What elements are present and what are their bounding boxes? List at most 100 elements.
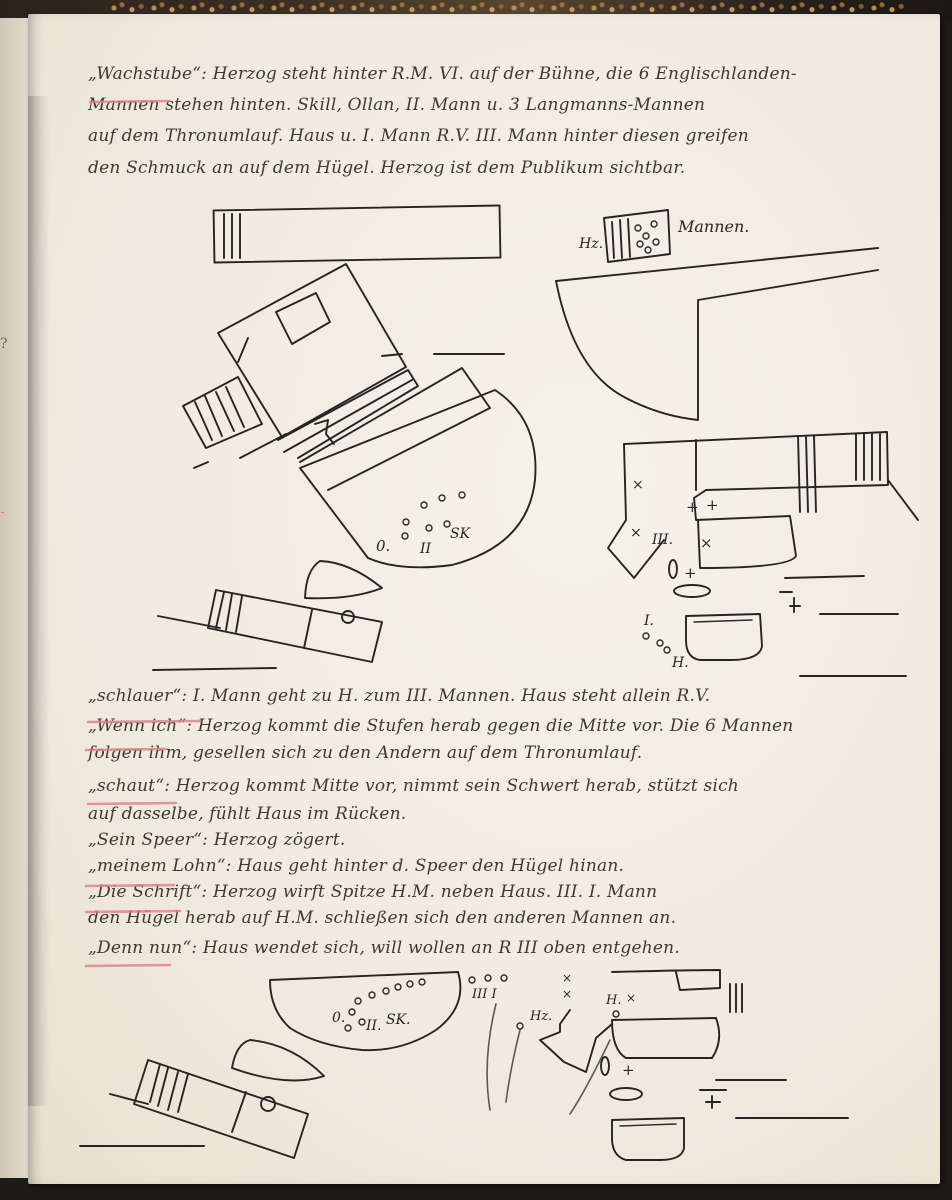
cue-underline: [86, 801, 178, 806]
label-one: I.: [643, 613, 654, 629]
cue-underline: [88, 99, 172, 104]
bottom-direction-line-10: „Denn nun“: Haus wendet sich, will wolle…: [88, 938, 680, 958]
sketch-top-left: 0. II SK: [152, 204, 537, 671]
hill-shape: [269, 971, 462, 1052]
measure-marks: [779, 575, 899, 615]
ramp: [539, 1009, 613, 1073]
label-position: SK.: [386, 1012, 411, 1028]
plus-mark: +: [684, 564, 697, 582]
stair-lines: [223, 213, 241, 259]
pedestal: [685, 613, 763, 661]
hill-shape: [299, 389, 537, 569]
x-mark: ×: [630, 525, 642, 541]
bottom-direction-line-2: „Wenn ich“: Herzog kommt die Stufen hera…: [88, 716, 794, 736]
bottom-direction-line-9: den Hügel herab auf H.M. schließen sich …: [88, 908, 677, 928]
x-mark: ×: [632, 477, 644, 493]
pedestal-line: [619, 1123, 677, 1127]
back-page-mark-dash: -: [0, 504, 5, 520]
top-direction-line-2: Mannen stehen hinten. Skill, Ollan, II. …: [88, 95, 706, 115]
cue-underline: [84, 747, 168, 752]
cue-underline: [84, 909, 182, 914]
stage-curve: [555, 269, 879, 421]
throne-dots: [634, 220, 660, 254]
stair-steps: [194, 386, 245, 441]
bottom-direction-line-6: „Sein Speer“: Herzog zögert.: [88, 830, 346, 850]
lower-platform: [207, 589, 383, 663]
stage-edge: [555, 247, 879, 282]
rear-platform: [611, 969, 721, 991]
plus-mark: +: [622, 1061, 635, 1079]
label-herzog: Hz.: [578, 236, 603, 252]
x-mark: ×: [700, 534, 713, 552]
lower-stairs: [149, 1063, 189, 1113]
bottom-direction-line-8: „Die Schrift“: Herzog wirft Spitze H.M. …: [88, 882, 658, 902]
cue-underline: [84, 963, 172, 968]
marbled-cover-pattern: [110, 0, 910, 16]
cue-underline: [84, 883, 176, 888]
platform-rect: [212, 204, 502, 264]
label-three: III.: [651, 532, 673, 548]
back-page-mark-question: ?: [0, 336, 8, 352]
bottom-direction-line-5: auf dasselbe, fühlt Haus im Rücken.: [88, 804, 407, 824]
ramp: [607, 443, 665, 579]
sight-line: [505, 1029, 521, 1103]
divider: [303, 609, 313, 649]
platform-lines: [695, 435, 817, 513]
label-position: 0.: [332, 1010, 345, 1026]
cue-underline: [86, 719, 202, 724]
label-h: H.: [671, 655, 689, 671]
throne-box: [603, 209, 671, 263]
lower-stairs: [215, 591, 243, 633]
x-mark: ×: [626, 991, 636, 1005]
line: [887, 479, 919, 521]
label-mannen: Mannen.: [677, 217, 749, 236]
notebook-page: [28, 14, 940, 1184]
step-band-2: [283, 367, 491, 491]
mark: [239, 433, 287, 459]
stage-block: [217, 263, 407, 438]
label-position: II.: [365, 1018, 382, 1034]
step-block: [693, 489, 797, 569]
actor-dot: [516, 1022, 524, 1030]
stairs-block: [182, 376, 263, 449]
actor-dots: [401, 491, 466, 540]
oval-mark: [600, 1056, 610, 1076]
bottom-direction-line-1: „schlauer“: I. Mann geht zu H. zum III. …: [88, 686, 711, 706]
plus-mark: +: [706, 496, 719, 514]
plus-mark: +: [686, 498, 699, 516]
oval-mark: [668, 559, 678, 579]
measure-marks: [699, 1079, 849, 1119]
actor-dot: [612, 1010, 620, 1018]
squiggle: [314, 419, 335, 445]
measure-line: [152, 667, 277, 671]
bottom-direction-line-7: „meinem Lohn“: Haus geht hinter d. Speer…: [88, 856, 625, 876]
label-position: 0.: [376, 537, 390, 555]
mark: [237, 337, 249, 363]
sketch-bottom-left: 0. II. SK.: [79, 971, 462, 1159]
label-three-one: III I: [471, 987, 498, 1002]
label-herzog: Hz.: [529, 1009, 552, 1024]
sight-line: [486, 1003, 497, 1111]
bottom-direction-line-4: „schaut“: Herzog kommt Mitte vor, nimmt …: [88, 776, 739, 796]
top-direction-line-4: den Schmuck an auf dem Hügel. Herzog ist…: [88, 158, 686, 178]
sketch-top-right: Hz. Mannen. × × + + × III. + I.: [555, 209, 919, 677]
x-mark: ×: [562, 971, 572, 985]
boat-shape: [304, 560, 383, 600]
step-block: [611, 1017, 721, 1059]
platform-stairs: [729, 983, 743, 1013]
actor-dots: [468, 974, 508, 984]
line: [109, 1093, 149, 1105]
oval-mark: [609, 1087, 643, 1101]
rear-platform: [623, 431, 889, 491]
mark: [381, 353, 403, 357]
label-h: H.: [605, 993, 621, 1008]
stage-block-inner: [275, 292, 331, 345]
page-gutter-shadow: [28, 96, 50, 1106]
platform-stairs: [855, 433, 881, 481]
boat-shape: [231, 1039, 325, 1082]
lower-platform: [133, 1059, 309, 1159]
x-mark: ×: [562, 987, 572, 1001]
actor-dots: [344, 978, 426, 1032]
